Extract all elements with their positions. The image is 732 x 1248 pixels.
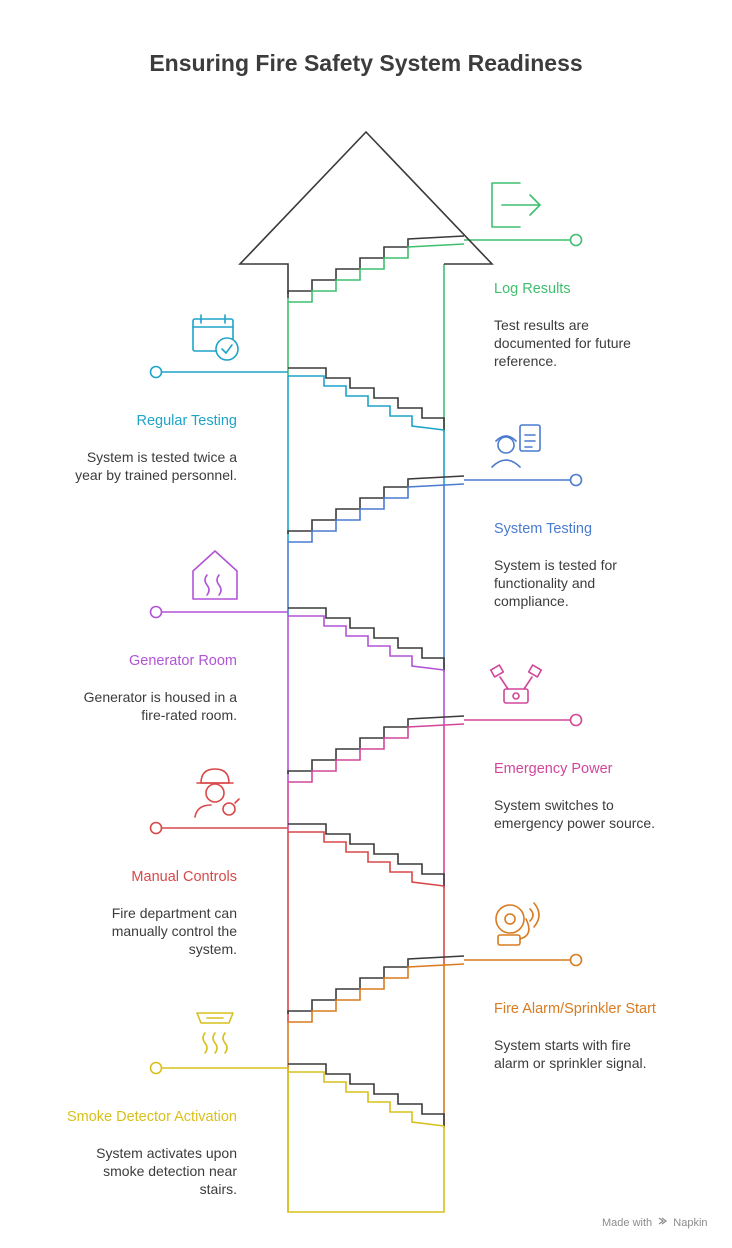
description-line: year by trained personnel. [75,467,237,483]
description-line: System activates upon [96,1145,237,1161]
description-line: Generator is housed in a [83,689,237,705]
step-4-stair-edge [288,607,445,670]
description-line: stairs. [199,1181,237,1197]
base-outline [287,1068,445,1213]
step-1-lines [287,233,583,432]
description-line: System starts with fire [494,1037,631,1053]
step-6-stair-edge [288,823,445,886]
description-line: fire-rated room. [141,707,237,723]
engine-icon [489,664,543,704]
step-7-stair-color [288,963,465,1023]
step-6-label: Manual Controls [131,869,237,885]
step-7-label: Fire Alarm/Sprinkler Start [494,1001,656,1017]
step-8-label: Smoke Detector Activation [66,1109,237,1125]
fire-alarm-icon [495,902,540,946]
step-8-stair-color [288,1071,445,1127]
step-6-stair-color [288,831,445,887]
step-5-node [569,713,583,727]
step-5-label: Emergency Power [494,761,613,777]
description-line: System is tested twice a [86,449,237,465]
step-4-stair-color [288,615,445,671]
step-4-lines [149,605,445,782]
napkin-logo-icon [658,1217,668,1225]
footer-credit: Made with Napkin [602,1216,708,1229]
step-5-lines [287,713,583,888]
description-line: documented for future [494,335,631,351]
description-line: smoke detection near [103,1163,237,1179]
description-line: functionality and [494,575,596,591]
step-3-lines [287,473,583,672]
step-1-node [569,233,583,247]
description-line: system. [188,941,237,957]
step-3-label: System Testing [494,521,593,537]
description-line: reference. [494,353,558,369]
step-4-description: Generator is housed in a fire-rated room. [84,688,237,724]
step-7-node [569,953,583,967]
description-line: System is tested for [494,557,617,573]
step-1-stair-color [288,243,465,303]
step-8-node [149,1061,163,1075]
step-2-label: Regular Testing [136,413,238,429]
step-5-stair-color [288,723,465,783]
step-7-description: System starts with fire alarm or sprinkle… [494,1036,647,1072]
calendar-check-icon [192,314,239,361]
description-line: emergency power source. [494,815,656,831]
arrow-head [238,130,494,298]
step-4-label: Generator Room [129,653,237,669]
footer-prefix: Made with [602,1217,653,1229]
step-6-lines [149,821,445,1022]
step-6-description: Fire department can manually control the s… [112,904,237,958]
step-2-lines [149,365,445,542]
smoke-detector-icon [196,1012,234,1054]
step-2-node [149,365,163,379]
description-line: compliance. [494,593,569,609]
step-1-description: Test results are documented for future ref… [494,316,631,370]
footer-brand: Napkin [673,1217,708,1229]
description-line: alarm or sprinkler signal. [494,1055,647,1071]
description-line: Test results are [494,317,589,333]
description-line: manually control the [111,923,237,939]
step-1-label: Log Results [494,281,571,297]
step-2-stair-color [288,375,445,431]
inspector-clipboard-icon [491,424,541,468]
step-3-node [569,473,583,487]
step-8-stair-edge [288,1063,445,1126]
exit-door-icon [491,182,541,228]
step-6-node [149,821,163,835]
description-line: System switches to [494,797,614,813]
step-4-node [149,605,163,619]
step-3-description: System is tested for functionality and com… [494,556,617,610]
description-line: Fire department can [111,905,237,921]
step-5-description: System switches to emergency power source… [494,796,655,832]
step-3-stair-color [288,483,465,543]
step-2-stair-edge [288,367,445,430]
house-heat-icon [192,550,238,600]
step-8-description: System activates upon smoke detection nea… [96,1144,237,1198]
step-7-lines [287,953,583,1128]
firefighter-icon [194,768,240,818]
page-title: Ensuring Fire Safety System Readiness [149,50,583,76]
step-2-description: System is tested twice a year by trained … [75,448,237,484]
